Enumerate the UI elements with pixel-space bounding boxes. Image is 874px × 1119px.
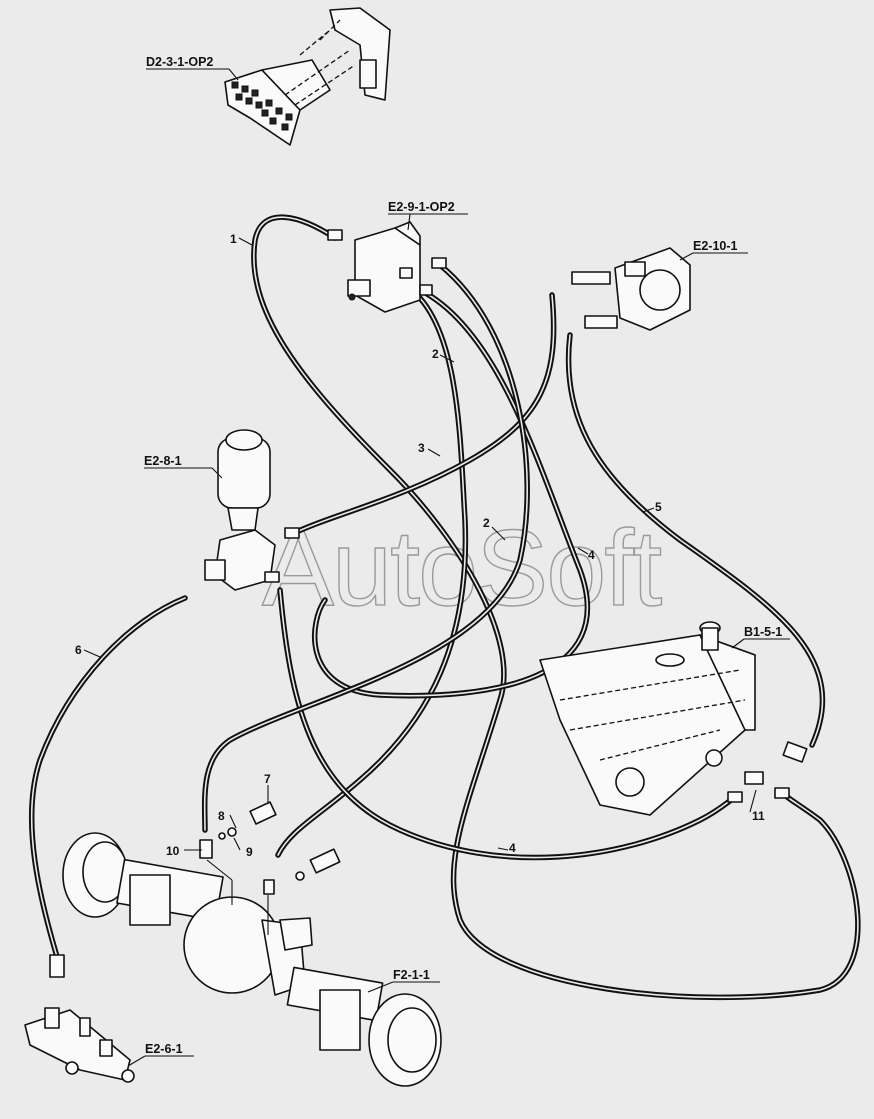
axle-label: F2-1-1 bbox=[393, 968, 430, 982]
callout-5: 5 bbox=[655, 500, 662, 514]
callout-1: 1 bbox=[230, 232, 237, 246]
brake-valve-label: E2-9-1-OP2 bbox=[388, 200, 455, 214]
pump-icon bbox=[571, 247, 691, 331]
callout-9: 9 bbox=[246, 845, 253, 859]
pump-label: E2-10-1 bbox=[693, 239, 738, 253]
accumulator-icon bbox=[204, 429, 300, 591]
manifold-icon bbox=[24, 954, 135, 1083]
tank-fitting-icon bbox=[727, 741, 808, 803]
callout-2b: 2 bbox=[483, 516, 490, 530]
tank-icon bbox=[539, 621, 756, 816]
hose-group bbox=[28, 214, 861, 1001]
pedal-label: D2-3-1-OP2 bbox=[146, 55, 213, 69]
axle-icon bbox=[62, 832, 442, 1087]
callout-2a: 2 bbox=[432, 347, 439, 361]
manifold-label: E2-6-1 bbox=[145, 1042, 183, 1056]
hose-3 bbox=[287, 292, 557, 538]
callout-6: 6 bbox=[75, 643, 82, 657]
callout-numbers: 1 2 2 3 4 4 5 6 7 8 9 10 11 bbox=[75, 232, 765, 859]
callout-8: 8 bbox=[218, 809, 225, 823]
callout-4b: 4 bbox=[509, 841, 516, 855]
pedal-assembly-icon bbox=[224, 7, 391, 146]
brake-valve-icon bbox=[327, 221, 447, 313]
callout-7: 7 bbox=[264, 772, 271, 786]
callout-10: 10 bbox=[166, 844, 180, 858]
callout-11: 11 bbox=[752, 809, 765, 823]
callout-4a: 4 bbox=[588, 548, 595, 562]
callout-3: 3 bbox=[418, 441, 425, 455]
accumulator-label: E2-8-1 bbox=[144, 454, 182, 468]
tank-label: B1-5-1 bbox=[744, 625, 782, 639]
pressure-switch-icon bbox=[199, 801, 341, 895]
